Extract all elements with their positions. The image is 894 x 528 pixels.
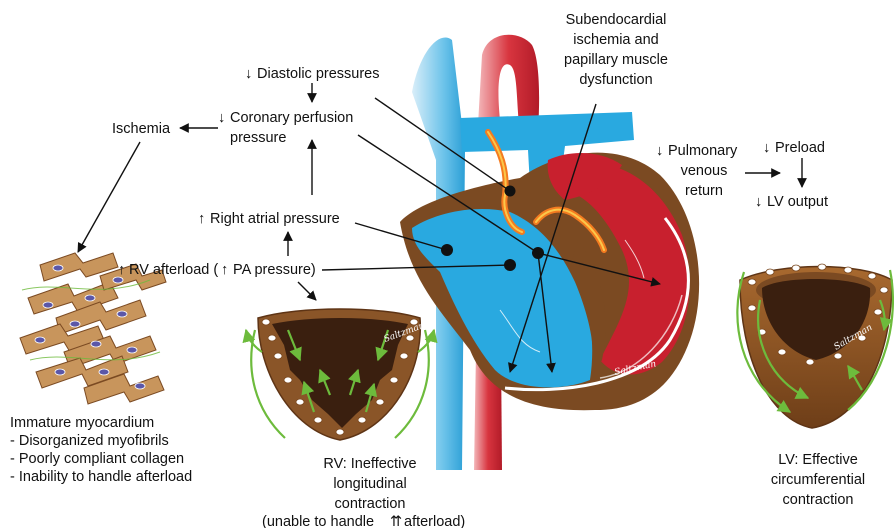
up-arrow-symbol: ↑ [118, 262, 125, 278]
diastolic-pressures-label: ↓ Diastolic pressures [245, 66, 380, 82]
svg-text:Diastolic pressures: Diastolic pressures [257, 66, 380, 82]
svg-text:circumferential: circumferential [771, 472, 865, 488]
svg-text:afterload): afterload) [404, 514, 465, 528]
down-arrow-symbol: ↓ [218, 110, 225, 126]
svg-text:Right atrial pressure: Right atrial pressure [210, 211, 340, 227]
svg-text:return: return [685, 183, 723, 199]
svg-text:(unable to handle: (unable to handle [262, 514, 374, 528]
down-arrow-symbol: ↓ [656, 143, 663, 159]
svg-text:LV output: LV output [767, 194, 828, 210]
down-arrow-symbol: ↓ [755, 194, 762, 210]
svg-text:LV: Effective: LV: Effective [778, 452, 858, 468]
heart-illustration: Saltzman [400, 35, 699, 470]
down-arrow-symbol: ↓ [763, 140, 770, 156]
svg-text:venous: venous [681, 163, 728, 179]
svg-text:pressure: pressure [230, 130, 286, 146]
down-arrow-symbol: ↓ [245, 66, 252, 82]
immature-item: - Inability to handle afterload [10, 468, 250, 486]
rv-afterload-label: ↑ RV afterload ( ↑ PA pressure) [118, 262, 316, 278]
right-atrial-label: ↑ Right atrial pressure [198, 211, 340, 227]
subendocardial-label: Subendocardial ischemia and papillary mu… [564, 12, 668, 88]
immature-title: Immature myocardium [10, 414, 250, 432]
lv-caption: LV: Effective circumferential contractio… [771, 452, 865, 508]
svg-text:RV: Ineffective: RV: Ineffective [323, 456, 416, 472]
lv-cross-section: Saltzman [737, 264, 893, 428]
up-arrow-symbol: ↑ [221, 262, 228, 278]
svg-text:PA pressure): PA pressure) [233, 262, 316, 278]
immature-item: - Disorganized myofibrils [10, 432, 250, 450]
up-arrow-symbol: ↑ [198, 211, 205, 227]
lv-output-label: ↓ LV output [755, 194, 828, 210]
rv-caption: RV: Ineffective longitudinal contraction… [262, 456, 465, 528]
svg-text:Coronary perfusion: Coronary perfusion [230, 110, 353, 126]
svg-text:contraction: contraction [783, 492, 854, 508]
immature-item: - Poorly compliant collagen [10, 450, 250, 468]
svg-text:contraction: contraction [335, 496, 406, 512]
immature-myocardium-label: Immature myocardium - Disorganized myofi… [10, 414, 250, 486]
svg-text:ischemia and: ischemia and [573, 32, 658, 48]
svg-text:papillary muscle: papillary muscle [564, 52, 668, 68]
ischemia-label: Ischemia [112, 121, 171, 137]
rv-cross-section: Saltzman [246, 309, 434, 440]
double-up-arrow-symbol: ⇈ [390, 514, 402, 528]
svg-text:RV afterload (: RV afterload ( [129, 262, 218, 278]
svg-text:longitudinal: longitudinal [333, 476, 406, 492]
svg-text:Preload: Preload [775, 140, 825, 156]
svg-text:Pulmonary: Pulmonary [668, 143, 738, 159]
svg-text:Subendocardial: Subendocardial [566, 12, 667, 28]
svg-text:dysfunction: dysfunction [579, 72, 652, 88]
coronary-perfusion-label: ↓ Coronary perfusion pressure [218, 110, 353, 146]
preload-label: ↓ Preload [763, 140, 825, 156]
